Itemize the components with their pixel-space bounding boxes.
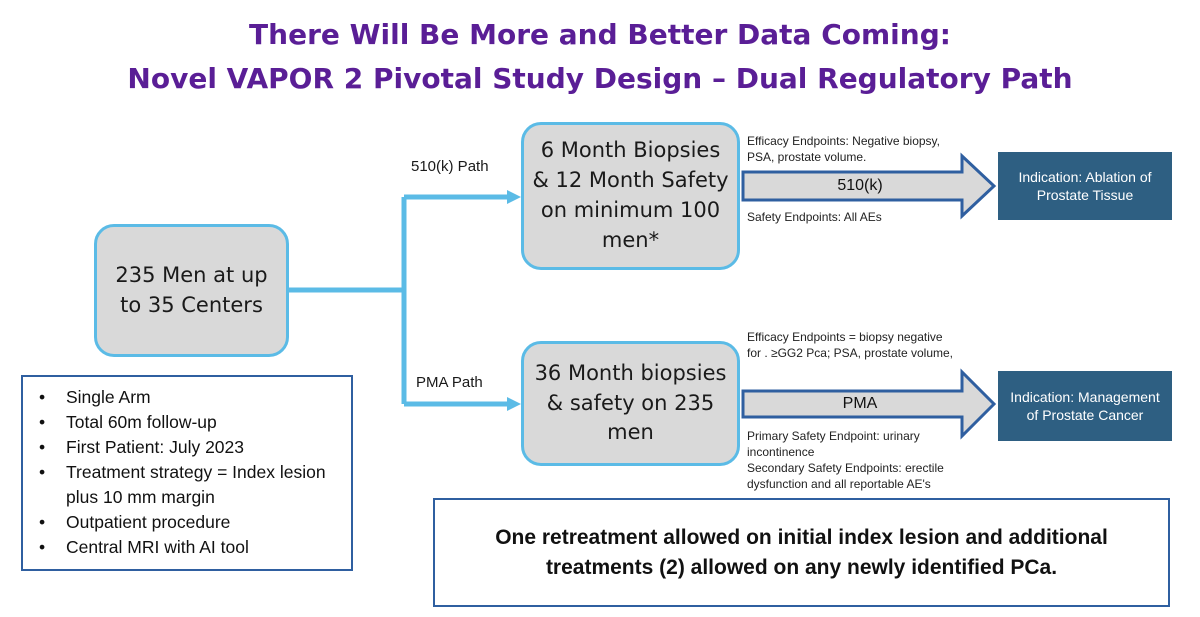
study-features-box: Single Arm Total 60m follow-up First Pat… bbox=[21, 375, 353, 571]
indication-510k-text: Indication: Ablation of Prostate Tissue bbox=[1018, 168, 1152, 203]
connector-to-510k-head bbox=[507, 190, 521, 204]
indication-pma-box: Indication: Management of Prostate Cance… bbox=[998, 371, 1172, 441]
box-pma-text: 36 Month biopsies & safety on 235 men bbox=[534, 360, 727, 445]
study-feature-item: Total 60m follow-up bbox=[33, 410, 343, 435]
start-cohort-text: 235 Men at up to 35 Centers bbox=[115, 262, 268, 317]
path-pma-label: PMA Path bbox=[416, 374, 483, 391]
study-feature-item: Central MRI with AI tool bbox=[33, 535, 343, 560]
primary-safety-pma: Primary Safety Endpoint: urinary inconti… bbox=[747, 429, 920, 460]
arrow-pma-label: PMA bbox=[842, 395, 878, 412]
slide-title-line2: Novel VAPOR 2 Pivotal Study Design – Dua… bbox=[127, 62, 1073, 95]
safety-510k: Safety Endpoints: All AEs bbox=[747, 210, 882, 224]
connector-to-pma-head bbox=[507, 397, 521, 411]
indication-pma-text: Indication: Management of Prostate Cance… bbox=[1010, 388, 1160, 423]
indication-510k-box: Indication: Ablation of Prostate Tissue bbox=[998, 152, 1172, 220]
slide-title-line1: There Will Be More and Better Data Comin… bbox=[249, 18, 951, 51]
study-feature-item: Outpatient procedure bbox=[33, 510, 343, 535]
study-features-list: Single Arm Total 60m follow-up First Pat… bbox=[33, 385, 343, 560]
start-cohort-box: 235 Men at up to 35 Centers bbox=[94, 224, 289, 357]
box-pma-study: 36 Month biopsies & safety on 235 men bbox=[521, 341, 740, 466]
arrow-510k-label: 510(k) bbox=[837, 177, 883, 194]
efficacy-510k: Efficacy Endpoints: Negative biopsy, PSA… bbox=[747, 134, 940, 165]
path-510k-label: 510(k) Path bbox=[411, 158, 489, 175]
efficacy-pma: Efficacy Endpoints = biopsy negative for… bbox=[747, 330, 954, 361]
secondary-safety-pma: Secondary Safety Endpoints: erectile dys… bbox=[747, 461, 944, 492]
box-510k-text: 6 Month Biopsies & 12 Month Safety on mi… bbox=[532, 138, 729, 252]
retreatment-note-box: One retreatment allowed on initial index… bbox=[433, 498, 1170, 607]
retreatment-note-text: One retreatment allowed on initial index… bbox=[495, 526, 1108, 579]
block-arrow-pma bbox=[741, 368, 997, 440]
block-arrow-510k bbox=[741, 152, 997, 220]
study-feature-item: Single Arm bbox=[33, 385, 343, 410]
study-feature-item: First Patient: July 2023 bbox=[33, 435, 343, 460]
box-510k-study: 6 Month Biopsies & 12 Month Safety on mi… bbox=[521, 122, 740, 270]
study-feature-item: Treatment strategy = Index lesion plus 1… bbox=[33, 460, 343, 510]
